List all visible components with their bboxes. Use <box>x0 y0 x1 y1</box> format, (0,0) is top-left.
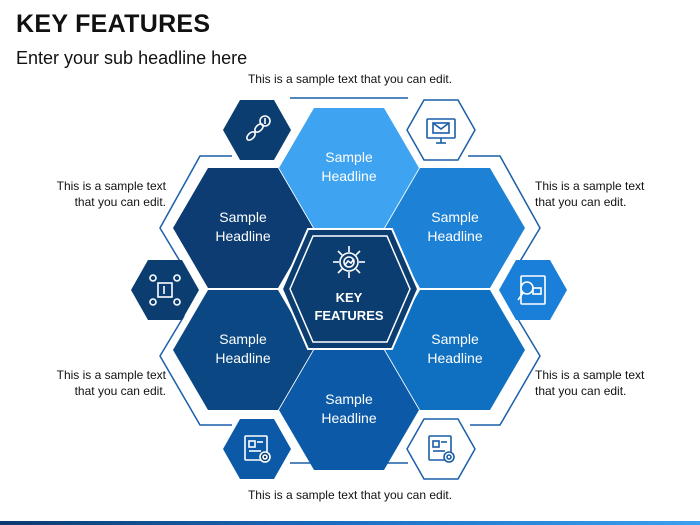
icon-hexagon <box>131 260 199 320</box>
feature-hexagon-label-line2: Headline <box>427 228 482 244</box>
feature-hexagon <box>279 108 419 228</box>
caption-bottom: This is a sample text that you can edit. <box>247 488 453 502</box>
caption-lower-right-line1: This is a sample text <box>535 368 645 382</box>
icon-hexagon <box>223 100 291 160</box>
page-title: KEY FEATURES <box>16 10 211 38</box>
outer-line-upper-left <box>159 155 232 269</box>
outer-line-lower-right <box>470 315 541 426</box>
feature-hexagon-label-line1: Sample <box>325 149 373 165</box>
dollar-network-icon <box>149 274 181 306</box>
feature-hexagon-label-line2: Headline <box>427 350 482 366</box>
center-label-line2: FEATURES <box>314 308 383 323</box>
feature-hexagon-label-line2: Headline <box>321 168 376 184</box>
document-gear-icon <box>428 435 455 463</box>
feature-hexagon-label-line2: Headline <box>215 228 270 244</box>
document-search-icon <box>517 275 546 305</box>
outer-line-lower-left <box>159 315 232 426</box>
bottom-accent-bar <box>0 521 700 525</box>
caption-upper-right-line1: This is a sample text <box>535 179 645 193</box>
document-gear-icon <box>244 435 271 463</box>
caption-upper-left-line1: This is a sample text <box>56 179 166 193</box>
feature-hexagon <box>173 168 313 288</box>
caption-lower-left: This is a sample text that you can edit. <box>20 367 166 399</box>
feature-hexagon-label-line1: Sample <box>219 331 267 347</box>
caption-lower-left-line2: that you can edit. <box>74 384 166 398</box>
feature-hexagon-label-line1: Sample <box>431 331 479 347</box>
caption-lower-right-line2: that you can edit. <box>535 384 627 398</box>
center-label-line1: KEY <box>336 290 363 305</box>
feature-hexagon-label-line1: Sample <box>325 391 373 407</box>
caption-upper-right: This is a sample text that you can edit. <box>535 178 685 210</box>
feature-hexagon <box>279 350 419 470</box>
caption-top: This is a sample text that you can edit. <box>247 72 453 86</box>
feature-hexagon-label-line2: Headline <box>321 410 376 426</box>
feature-hexagon-label-line1: Sample <box>431 209 479 225</box>
monitor-mail-icon <box>426 118 456 144</box>
caption-lower-right: This is a sample text that you can edit. <box>535 367 685 399</box>
outer-line-upper-right <box>468 155 541 269</box>
caption-upper-left: This is a sample text that you can edit. <box>20 178 166 210</box>
feature-hexagon <box>385 168 525 288</box>
icon-hexagon <box>406 418 476 480</box>
gear-chart-icon <box>333 246 365 278</box>
feature-hexagon <box>385 290 525 410</box>
feature-hexagon-label-line2: Headline <box>215 350 270 366</box>
feature-hexagon-label-line1: Sample <box>219 209 267 225</box>
feature-hexagon <box>173 290 313 410</box>
link-dollar-icon <box>246 115 271 141</box>
icon-hexagon <box>223 419 291 479</box>
caption-upper-right-line2: that you can edit. <box>535 195 627 209</box>
caption-upper-left-line2: that you can edit. <box>74 195 166 209</box>
center-hexagon <box>289 235 411 343</box>
caption-lower-left-line1: This is a sample text <box>56 368 166 382</box>
page-subtitle: Enter your sub headline here <box>16 48 248 68</box>
